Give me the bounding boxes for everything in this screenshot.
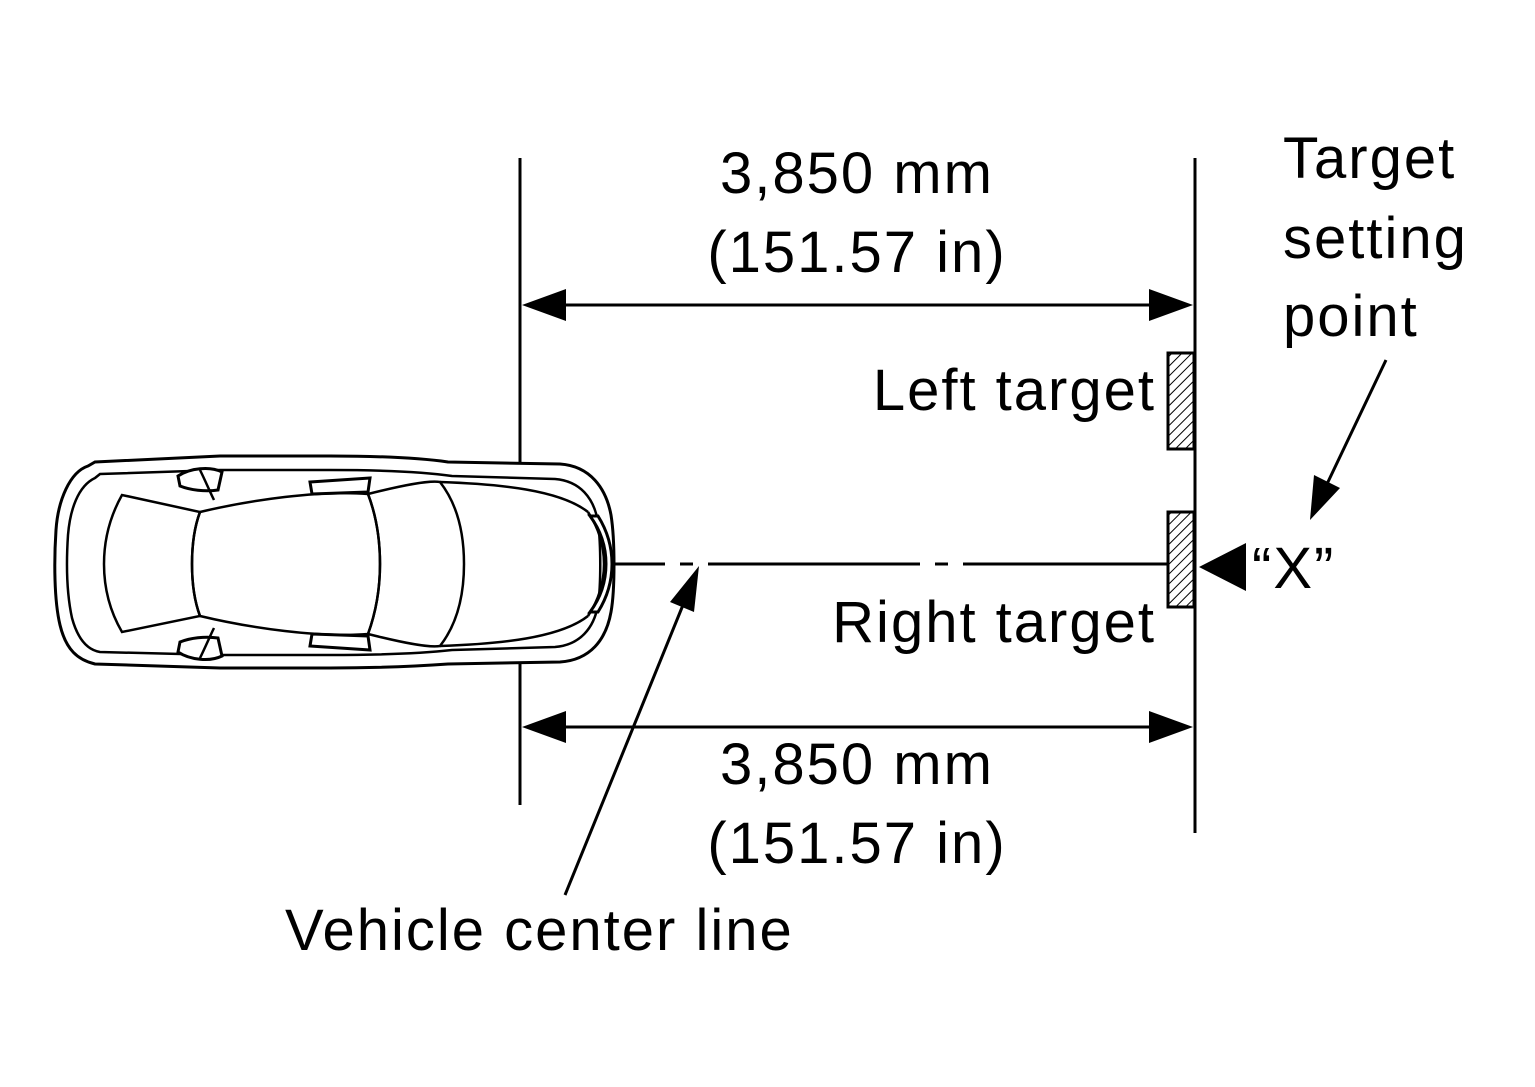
right-target [1166,510,1196,609]
x-marker-arrow-icon [1199,543,1246,591]
setting-point-label-line1: Target [1283,126,1456,191]
left-target [1166,351,1196,451]
setting-point-label-line2: setting [1283,206,1468,271]
center-line-leader-arrow [563,566,699,896]
top-dimension-arrow [522,289,1193,321]
setting-point-label-line3: point [1283,284,1419,349]
bottom-dimension-in: (151.57 in) [707,811,1006,876]
center-line-label: Vehicle center line [285,898,794,963]
right-target-label: Right target [832,590,1156,655]
setting-point-leader-arrow [1310,359,1388,520]
top-dimension-mm: 3,850 mm [720,141,994,206]
bottom-dimension-mm: 3,850 mm [720,732,994,797]
left-target-label: Left target [873,358,1156,423]
vehicle-top-view-icon [53,454,616,670]
x-marker-label: “X” [1252,536,1335,601]
bottom-dimension-arrow [522,711,1193,743]
top-dimension-in: (151.57 in) [707,220,1006,285]
